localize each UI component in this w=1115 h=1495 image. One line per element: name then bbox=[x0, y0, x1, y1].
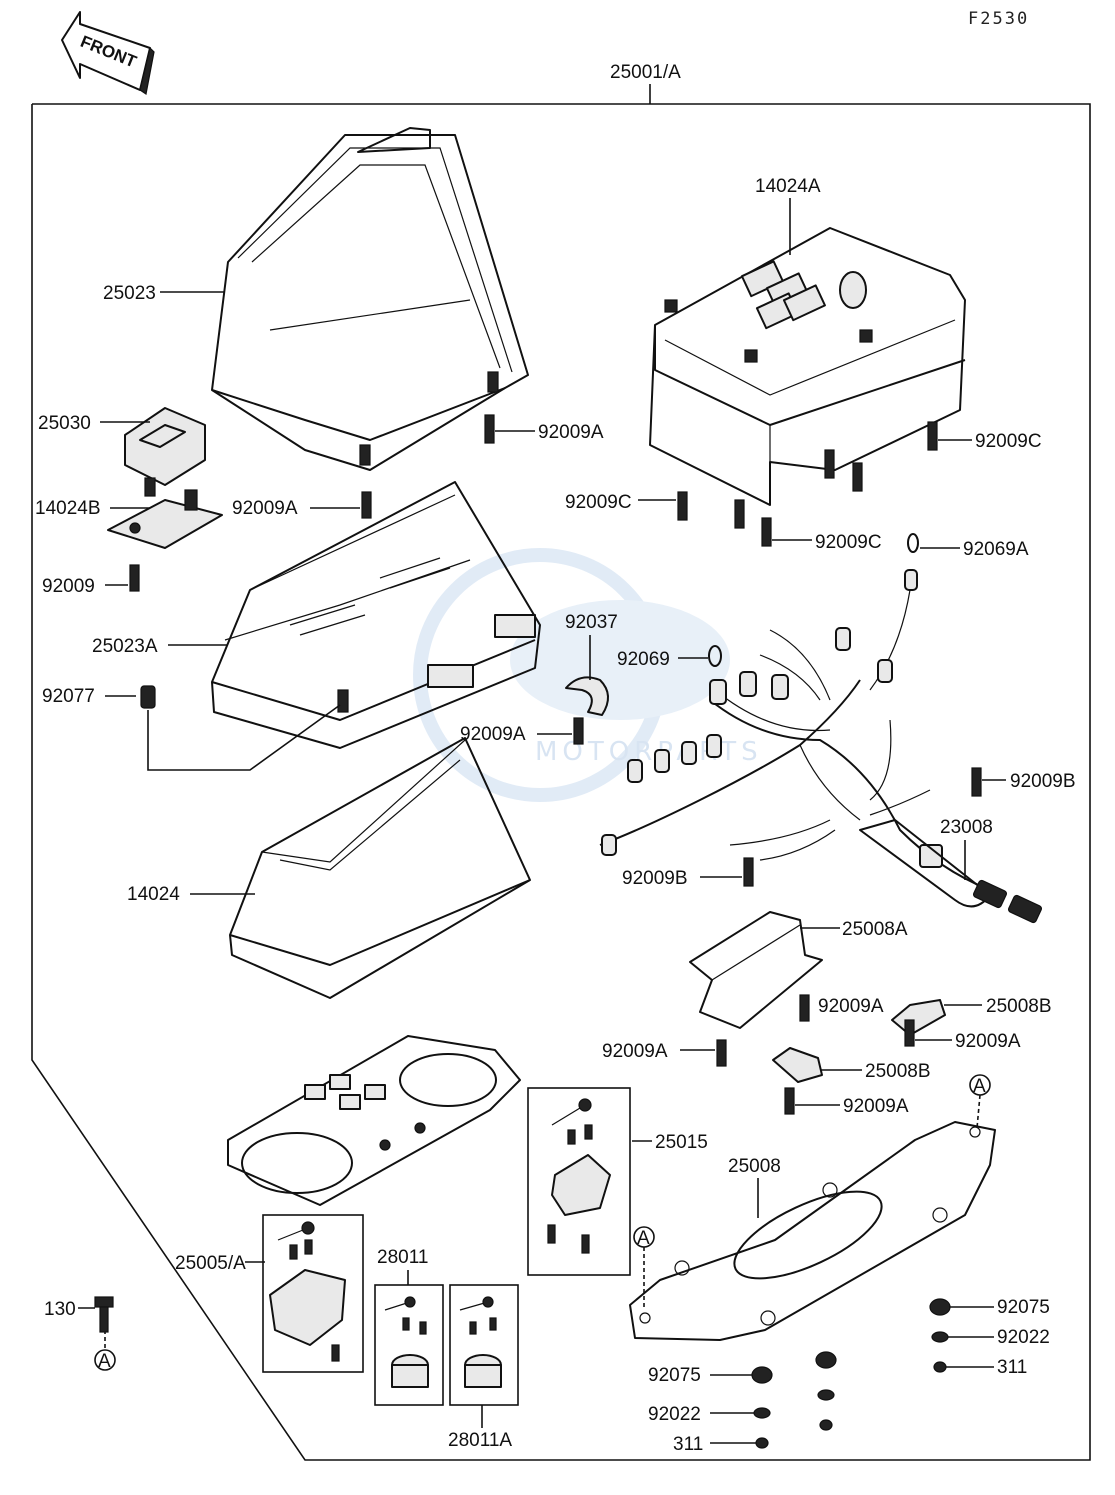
nut-311-2 bbox=[755, 1419, 833, 1449]
label-92069A: 92069A bbox=[963, 539, 1029, 560]
screw-92009B-2 bbox=[743, 857, 754, 887]
clamp-92037 bbox=[565, 676, 609, 745]
label-92069: 92069 bbox=[617, 649, 670, 670]
label-25008A: 25008A bbox=[842, 919, 908, 940]
bulb-92069A bbox=[907, 533, 919, 553]
svg-text:A: A bbox=[973, 1076, 986, 1097]
part-14024A-case bbox=[649, 227, 966, 506]
nut-311-1 bbox=[933, 1361, 947, 1373]
part-28011A-unit bbox=[449, 1284, 519, 1406]
screw-92009C-3 bbox=[761, 517, 772, 547]
label-25005A: 25005/A bbox=[175, 1253, 246, 1274]
screw-92009A-6 bbox=[716, 1039, 727, 1067]
label-14024A: 14024A bbox=[755, 176, 821, 197]
front-arrow-text: FRONT bbox=[78, 32, 140, 72]
screw-92009A-7 bbox=[784, 1087, 795, 1115]
part-25015-gauge bbox=[527, 1087, 631, 1276]
callout-a-3: A bbox=[94, 1330, 116, 1372]
label-311-1: 311 bbox=[997, 1357, 1027, 1378]
part-14024B-bracket bbox=[107, 489, 223, 549]
part-25023-cover bbox=[211, 127, 529, 471]
grommet-92075-1 bbox=[929, 1298, 951, 1316]
label-25001A: 25001/A bbox=[610, 62, 681, 83]
label-92022-2: 92022 bbox=[648, 1404, 701, 1425]
label-28011: 28011 bbox=[377, 1247, 428, 1268]
label-14024: 14024 bbox=[127, 884, 180, 905]
part-dial-panel bbox=[227, 1035, 521, 1206]
assembly-frame: 25001/A bbox=[31, 62, 1091, 1461]
grommet-92075-2 bbox=[751, 1351, 837, 1384]
washer-92022-2 bbox=[753, 1389, 835, 1419]
label-92077: 92077 bbox=[42, 686, 95, 707]
label-25008B-1: 25008B bbox=[986, 996, 1052, 1017]
label-92009C-3: 92009C bbox=[815, 532, 882, 553]
label-92009A-7: 92009A bbox=[843, 1096, 909, 1117]
label-92009B-1: 92009B bbox=[1010, 771, 1076, 792]
screw-92009 bbox=[129, 564, 140, 592]
label-92009A-2: 92009A bbox=[232, 498, 298, 519]
label-25008B-2: 25008B bbox=[865, 1061, 931, 1082]
part-25030-relay bbox=[124, 407, 206, 497]
label-25023A: 25023A bbox=[92, 636, 158, 657]
front-arrow: FRONT bbox=[61, 11, 155, 96]
screw-92009B-1 bbox=[971, 767, 982, 797]
label-92009A-4: 92009A bbox=[818, 996, 884, 1017]
label-23008: 23008 bbox=[940, 817, 993, 838]
label-92009A-5: 92009A bbox=[955, 1031, 1021, 1052]
part-14024-case bbox=[229, 737, 531, 999]
label-92009: 92009 bbox=[42, 576, 95, 597]
label-92009A-6: 92009A bbox=[602, 1041, 668, 1062]
callout-a-1: A bbox=[969, 1074, 991, 1129]
label-92009A-1: 92009A bbox=[538, 422, 604, 443]
label-28011A: 28011A bbox=[448, 1430, 512, 1451]
svg-text:A: A bbox=[98, 1351, 111, 1372]
screw-92009A-1 bbox=[484, 414, 495, 444]
label-25008: 25008 bbox=[728, 1156, 781, 1177]
label-92009C-1: 92009C bbox=[975, 431, 1042, 452]
label-92037: 92037 bbox=[565, 612, 618, 633]
label-92009A-3: 92009A bbox=[460, 724, 526, 745]
label-311-2: 311 bbox=[673, 1434, 703, 1455]
part-25008A-bracket bbox=[689, 911, 823, 1029]
label-92075-1: 92075 bbox=[997, 1297, 1050, 1318]
bolt-130 bbox=[94, 1296, 114, 1333]
cap-92077 bbox=[140, 685, 341, 771]
label-92075-2: 92075 bbox=[648, 1365, 701, 1386]
label-14024B: 14024B bbox=[35, 498, 101, 519]
plate-25008B-2 bbox=[772, 1047, 823, 1083]
part-25023A-housing bbox=[211, 481, 541, 749]
part-23008-harness bbox=[599, 569, 1043, 924]
svg-text:A: A bbox=[637, 1228, 650, 1249]
screw-92009A-2 bbox=[361, 491, 372, 519]
label-25023: 25023 bbox=[103, 283, 156, 304]
screw-92009C-1 bbox=[927, 421, 938, 451]
screw-92009A-5 bbox=[904, 1019, 915, 1047]
bulb-92069 bbox=[708, 645, 722, 667]
label-92022-1: 92022 bbox=[997, 1327, 1050, 1348]
part-25008-plate bbox=[629, 1121, 996, 1341]
plate-25008B-1 bbox=[891, 999, 946, 1036]
label-92009B-2: 92009B bbox=[622, 868, 688, 889]
label-25015: 25015 bbox=[655, 1132, 708, 1153]
label-130: 130 bbox=[44, 1299, 76, 1320]
label-25030: 25030 bbox=[38, 413, 91, 434]
callout-a-2: A bbox=[633, 1226, 655, 1310]
figure-code: F2530 bbox=[968, 9, 1029, 29]
part-28011-unit bbox=[374, 1284, 444, 1406]
screws-92009C-2 bbox=[677, 449, 863, 529]
label-92009C-2: 92009C bbox=[565, 492, 632, 513]
watermark-text: MOTORPARTS bbox=[535, 737, 763, 767]
part-25005A-gauge bbox=[262, 1214, 364, 1373]
screw-92009A-4 bbox=[799, 994, 810, 1022]
washer-92022-1 bbox=[931, 1331, 949, 1343]
